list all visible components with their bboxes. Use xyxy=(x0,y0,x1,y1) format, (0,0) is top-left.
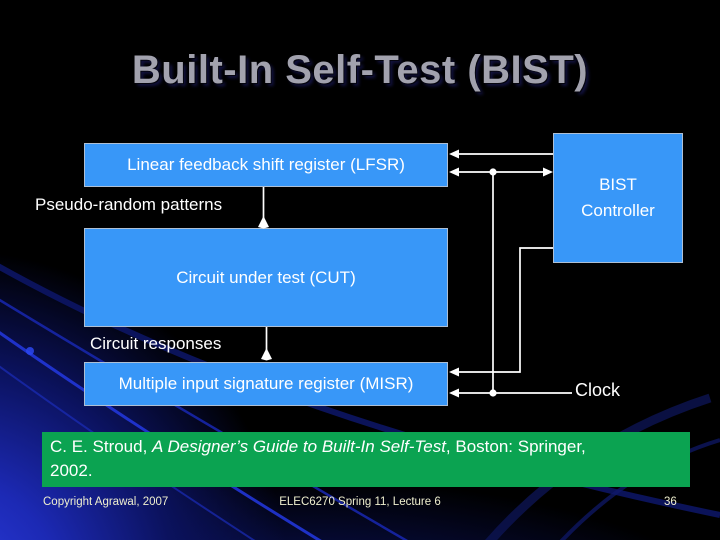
arrowhead-left-misr-top xyxy=(449,367,459,377)
bist-controller-box: BIST Controller xyxy=(553,133,683,263)
clock-label: Clock xyxy=(575,380,621,400)
citation-post: , Boston: Springer, xyxy=(445,437,586,456)
junction-dot xyxy=(489,168,497,176)
footer-course: ELEC6270 Spring 11, Lecture 6 xyxy=(279,496,441,508)
footer-page-number: 36 xyxy=(664,496,677,508)
misr-box: Multiple input signature register (MISR) xyxy=(84,362,448,406)
pseudo-random-patterns-label: Pseudo-random patterns xyxy=(35,195,223,214)
citation-box: C. E. Stroud, A Designer’s Guide to Buil… xyxy=(42,432,690,487)
arrowhead-down-cut xyxy=(258,216,269,229)
arrowhead-down-misr xyxy=(261,348,272,361)
citation-pre: C. E. Stroud, xyxy=(50,437,153,456)
swoosh-bead xyxy=(26,347,34,355)
arrowhead-left-lfsr-a xyxy=(449,149,459,159)
citation-year: 2002. xyxy=(50,461,93,480)
arrowhead-left-lfsr-b xyxy=(449,167,459,177)
lfsr-label: Linear feedback shift register (LFSR) xyxy=(127,155,405,174)
cut-box: Circuit under test (CUT) xyxy=(84,228,448,327)
misr-label: Multiple input signature register (MISR) xyxy=(118,374,414,393)
circuit-responses-label: Circuit responses xyxy=(90,334,222,353)
slide-title: Built-In Self-Test (BIST) xyxy=(131,48,589,92)
junction-dot xyxy=(489,389,497,397)
citation-book-title: A Designer’s Guide to Built-In Self-Test xyxy=(152,437,446,456)
lfsr-box: Linear feedback shift register (LFSR) xyxy=(84,143,448,187)
arrowhead-right-bist xyxy=(543,167,553,177)
arrowhead-left-misr-clock xyxy=(449,388,459,398)
cut-label: Circuit under test (CUT) xyxy=(176,267,356,287)
wire-bist-to-misr xyxy=(456,247,553,373)
footer-copyright: Copyright Agrawal, 2007 xyxy=(43,496,169,508)
